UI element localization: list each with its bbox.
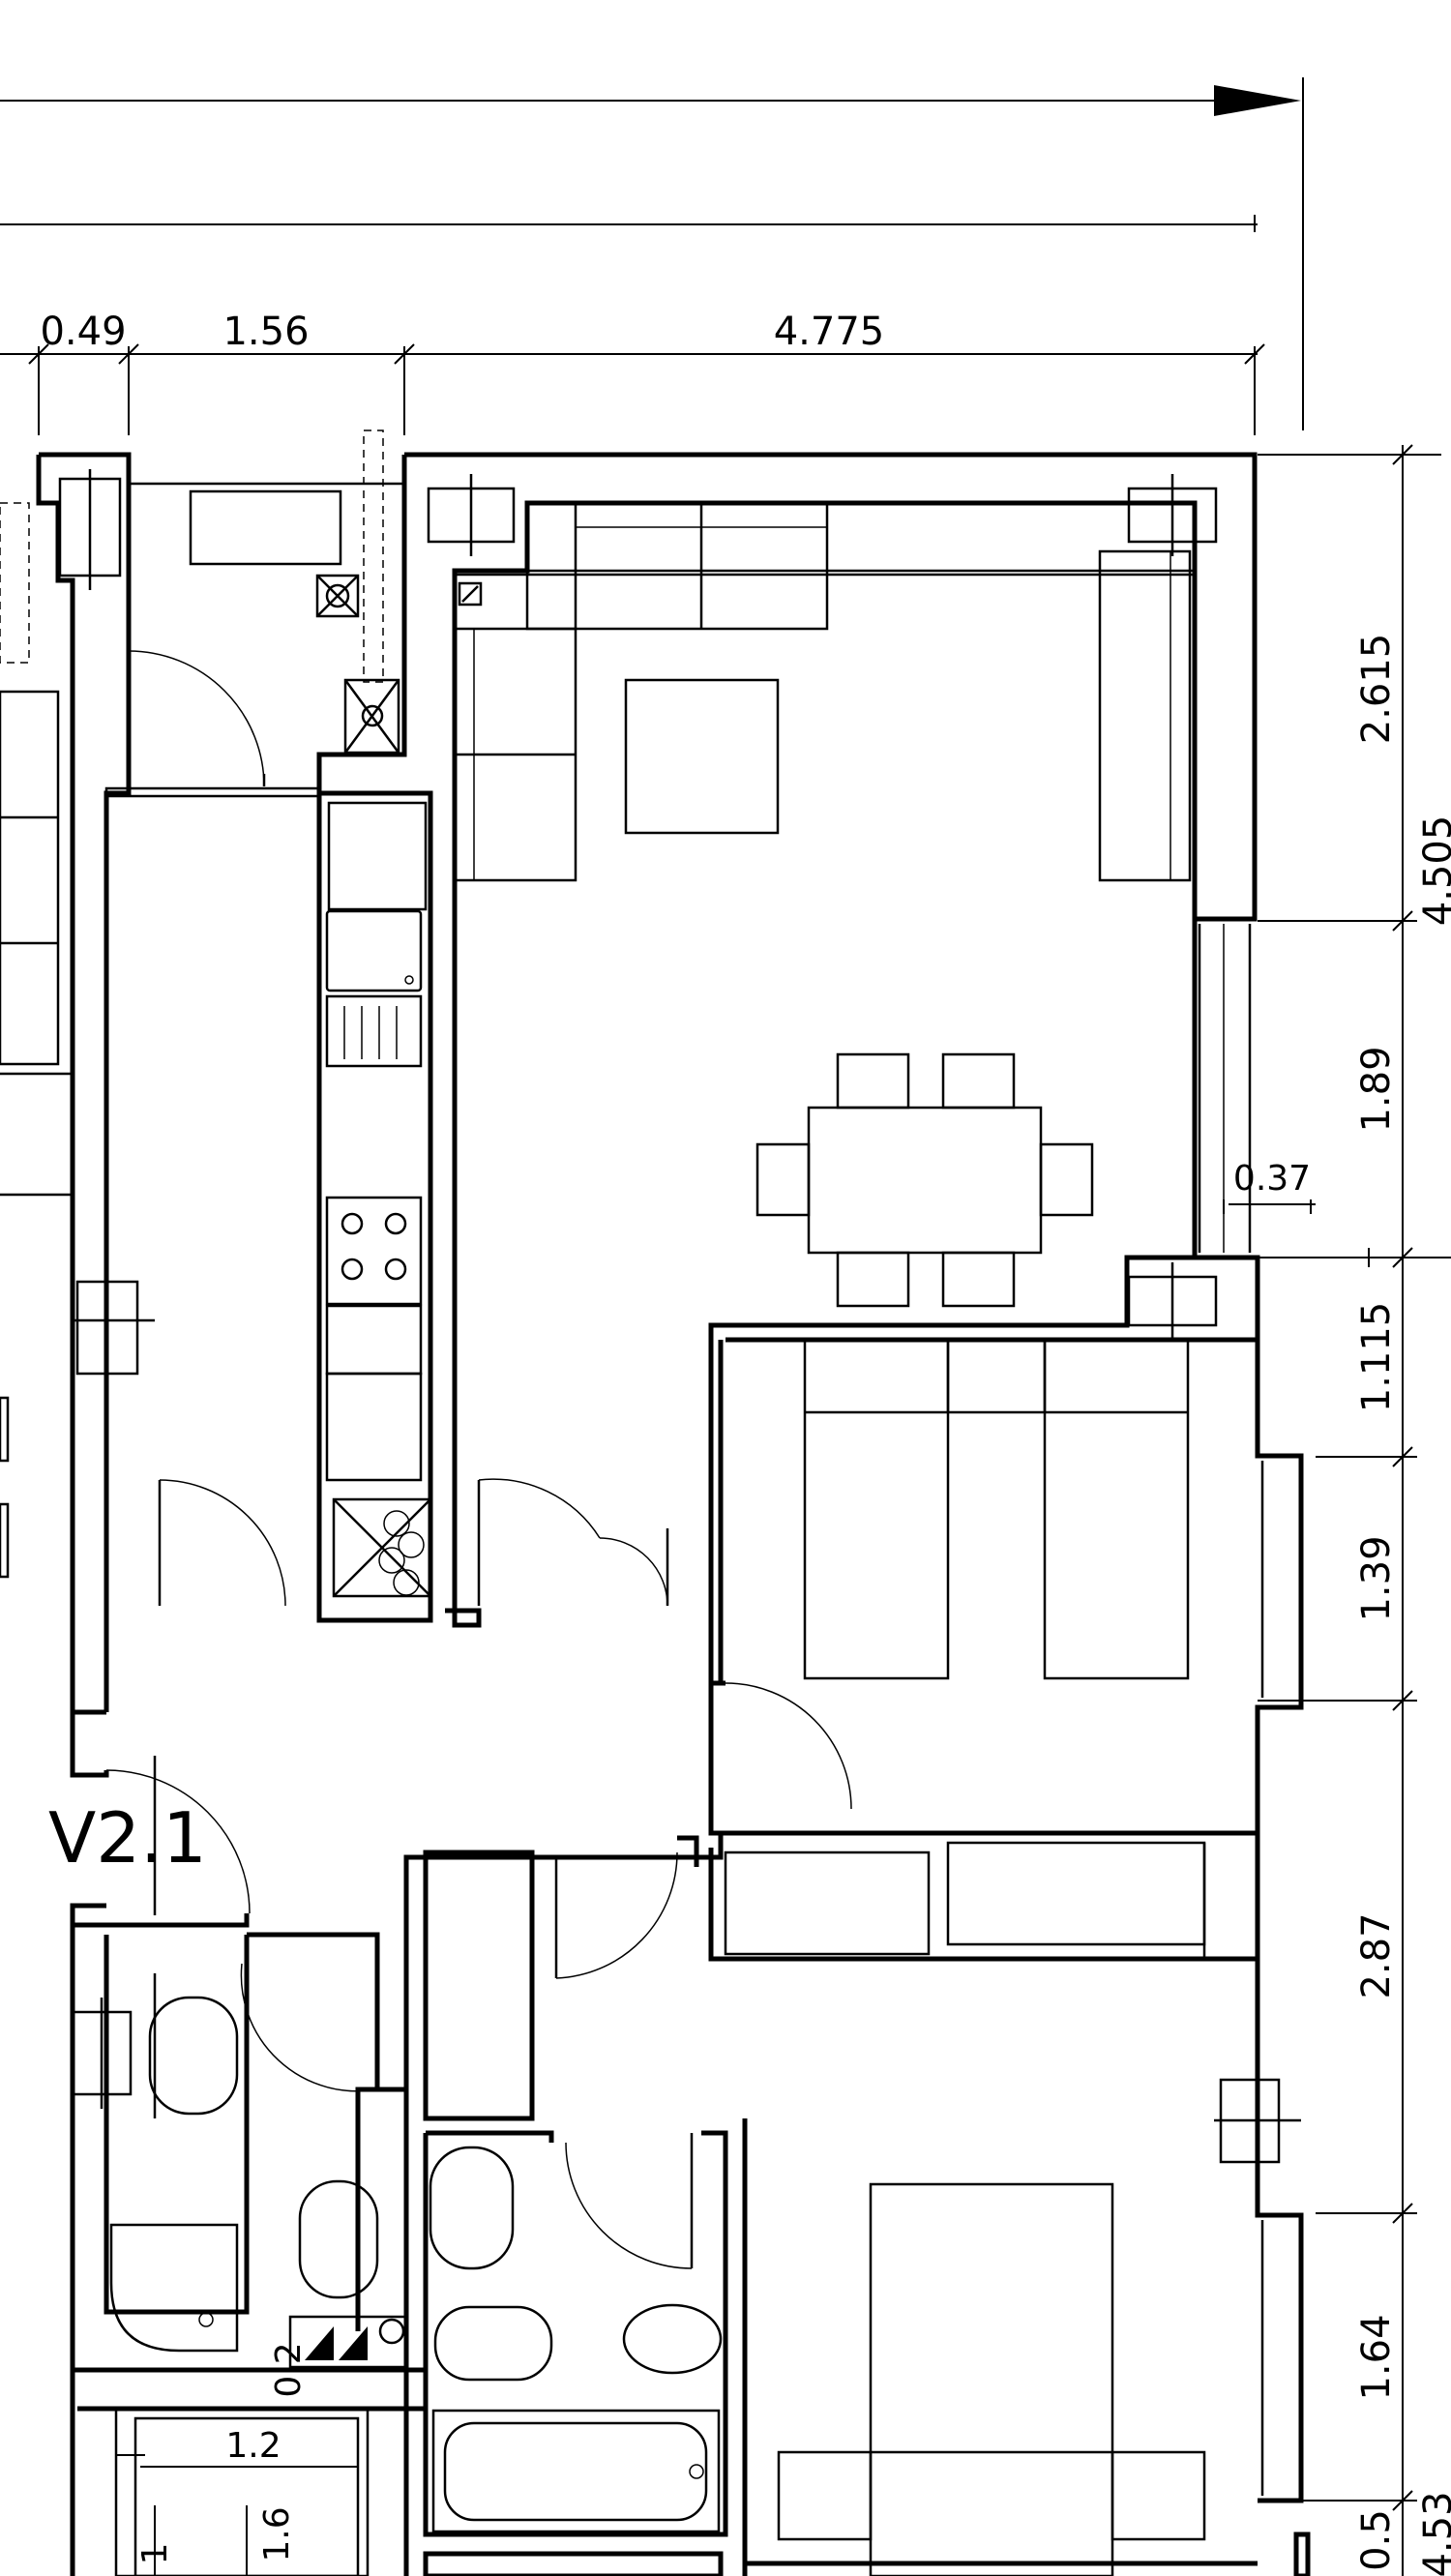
dining-chair xyxy=(941,1251,1016,1308)
bidet-icon xyxy=(622,2303,723,2375)
dim-right-1: 2.615 xyxy=(1354,634,1399,745)
dim-inner-1: 0.37 xyxy=(1233,1159,1311,1199)
dim-inner-5: 1 xyxy=(135,2543,175,2565)
bed xyxy=(1043,1338,1190,1680)
terrace xyxy=(104,429,404,798)
dim-inner-3: 1.2 xyxy=(225,2426,281,2466)
kitchen-wall xyxy=(316,790,433,1623)
window-frame xyxy=(75,1280,139,1376)
sofa xyxy=(0,690,60,1066)
kitchen-cabinet xyxy=(327,801,428,911)
dim-right-2: 1.89 xyxy=(1354,1046,1399,1132)
living-room xyxy=(427,474,1316,1686)
unit-label: V2.1 xyxy=(48,1797,207,1879)
dim-right-3: 1.115 xyxy=(1354,1302,1399,1413)
nightstand xyxy=(777,2450,873,2541)
burner-icon xyxy=(341,1212,364,1235)
dim-right-total-lower: 4.53 xyxy=(1416,2491,1451,2576)
coffee-table xyxy=(624,678,780,835)
fridge xyxy=(325,1372,423,1482)
drainboard xyxy=(325,994,423,1068)
dim-top-2: 1.56 xyxy=(222,310,309,354)
sideboard xyxy=(1098,549,1192,882)
toilet-icon xyxy=(148,1996,239,2116)
drain-icon xyxy=(315,574,360,618)
dining-chair xyxy=(1039,1142,1094,1217)
bed xyxy=(803,1338,950,1680)
burner-icon xyxy=(384,1212,407,1235)
dim-right-4: 1.39 xyxy=(1354,1535,1399,1621)
arrow-right-icon xyxy=(1214,85,1301,116)
bathroom-1 xyxy=(70,1925,429,2576)
washbasin-icon xyxy=(433,2305,553,2382)
bedroom-2 xyxy=(726,1956,1311,2576)
dim-top-1: 0.49 xyxy=(40,310,126,354)
dim-right-6: 1.64 xyxy=(1354,2314,1399,2400)
shower-tray xyxy=(109,2223,239,2353)
wardrobe xyxy=(946,1841,1206,1946)
kitchen xyxy=(158,790,669,1623)
bed xyxy=(869,2182,1114,2576)
dining-chair xyxy=(836,1251,910,1308)
toilet-icon xyxy=(429,2146,515,2270)
cooktop xyxy=(325,1196,423,1306)
dim-right-total-upper: 4.505 xyxy=(1416,815,1451,927)
dining-chair xyxy=(941,1052,1016,1110)
top-dimension-lines xyxy=(0,77,1304,435)
utility-counter xyxy=(189,489,342,566)
neighbor-unit xyxy=(0,469,155,1579)
washing-machine xyxy=(332,1497,432,1598)
exterior-walls xyxy=(36,452,1304,2503)
dining-chair xyxy=(836,1052,910,1110)
bathroom-2 xyxy=(403,1850,728,2576)
burner-icon xyxy=(384,1258,407,1281)
dim-inner-4: 1.6 xyxy=(257,2506,297,2561)
water-heater-icon xyxy=(343,678,400,755)
burner-icon xyxy=(341,1258,364,1281)
sofa xyxy=(525,501,829,631)
dim-top-3: 4.775 xyxy=(774,310,885,354)
dining-chair xyxy=(755,1142,811,1217)
right-dimension-lines xyxy=(1258,444,1451,2576)
bedroom-1 xyxy=(708,1337,1258,1962)
dim-right-5: 2.87 xyxy=(1354,1912,1399,1999)
bidet-icon xyxy=(298,2179,379,2299)
dim-right-7: 0.5 xyxy=(1354,2509,1399,2571)
dining-table xyxy=(807,1106,1043,1255)
dim-inner-2: 0.2 xyxy=(269,2342,309,2397)
closet xyxy=(423,1850,535,2121)
sink-icon xyxy=(325,909,423,992)
outlet-icon xyxy=(458,581,483,607)
wardrobe xyxy=(724,1851,931,1956)
bathtub-icon xyxy=(431,2409,721,2533)
shaft xyxy=(114,2407,370,2576)
nightstand xyxy=(1110,2450,1206,2541)
nightstand xyxy=(946,1338,1047,1414)
